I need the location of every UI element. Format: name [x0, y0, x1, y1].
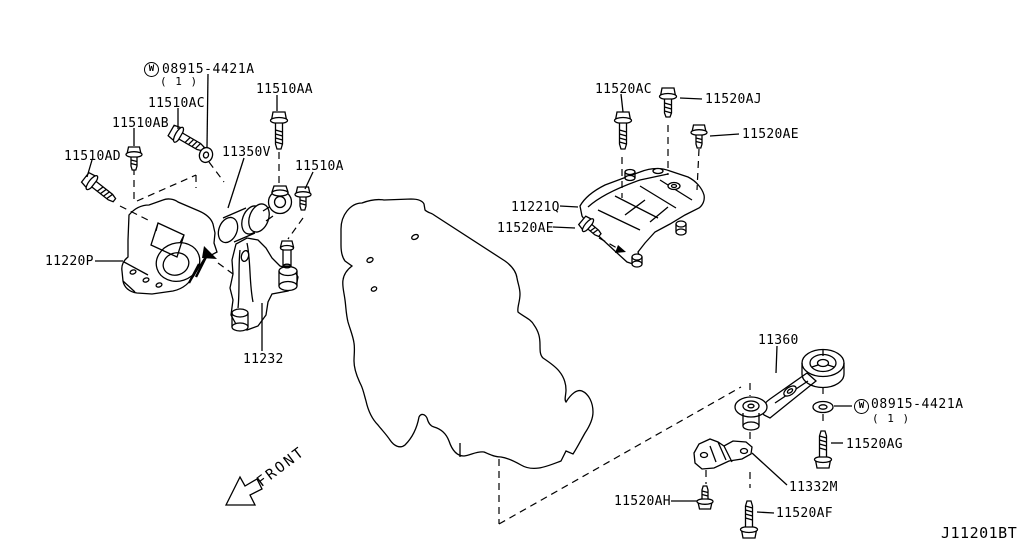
part-label-washer-top: 08915-4421A	[162, 62, 255, 77]
part-label-11520aj: 11520AJ	[705, 92, 762, 107]
engine-block-outline	[340, 198, 594, 470]
part-qty-washer-top: ( 1 )	[160, 75, 199, 88]
bracket-11221q-drawing	[579, 167, 705, 268]
part-label-11520ae-right: 11520AE	[742, 127, 799, 142]
part-label-11360: 11360	[758, 333, 799, 348]
washer-top-drawing	[198, 146, 214, 164]
part-label-11510ab: 11510AB	[112, 116, 169, 131]
part-label-11510ac: 11510AC	[148, 96, 205, 111]
bolt-11510ab	[125, 146, 143, 171]
circled-w-icon: W	[854, 399, 869, 414]
bolt-11520ae-right	[690, 124, 708, 149]
part-label-washer-bottom: 08915-4421A	[871, 397, 964, 412]
part-label-11520ae-left: 11520AE	[497, 221, 554, 236]
bracket-11332m-drawing	[693, 438, 753, 470]
buffer-11350v-drawing	[217, 185, 293, 244]
washer-bottom-drawing	[812, 400, 834, 414]
part-label-11350v: 11350V	[222, 145, 271, 160]
bolt-11520aj	[658, 87, 678, 118]
circled-w-icon: W	[144, 62, 159, 77]
part-label-11510a: 11510A	[295, 159, 344, 174]
part-label-11220p: 11220P	[45, 254, 94, 269]
bolt-11520ah	[696, 485, 714, 510]
mount-11220p-drawing	[121, 198, 218, 295]
bolt-11510a	[294, 186, 312, 211]
bolt-11510aa	[269, 111, 289, 150]
part-label-11232: 11232	[243, 352, 284, 367]
part-label-11520ah: 11520AH	[614, 494, 671, 509]
part-label-11520ac: 11520AC	[595, 82, 652, 97]
part-label-11520af: 11520AF	[776, 506, 833, 521]
bolt-11520ag	[813, 430, 833, 469]
part-label-11332m: 11332M	[789, 480, 838, 495]
part-label-11520ag: 11520AG	[846, 437, 903, 452]
bolt-11520ac	[613, 111, 633, 150]
part-label-11221q: 11221Q	[511, 200, 560, 215]
rod-11360-drawing	[734, 348, 845, 431]
front-arrow-icon	[224, 475, 263, 506]
assembly-dashed-lines	[119, 125, 824, 525]
leader-lines	[86, 73, 852, 514]
bracket-11232-drawing	[229, 237, 299, 332]
bolt-11520af	[739, 500, 759, 539]
part-qty-washer-bottom: ( 1 )	[872, 412, 911, 425]
part-label-11510ad: 11510AD	[64, 149, 121, 164]
diagram-code: J11201BT	[941, 524, 1018, 542]
part-label-11510aa: 11510AA	[256, 82, 313, 97]
bolt-11510ad	[79, 170, 121, 208]
